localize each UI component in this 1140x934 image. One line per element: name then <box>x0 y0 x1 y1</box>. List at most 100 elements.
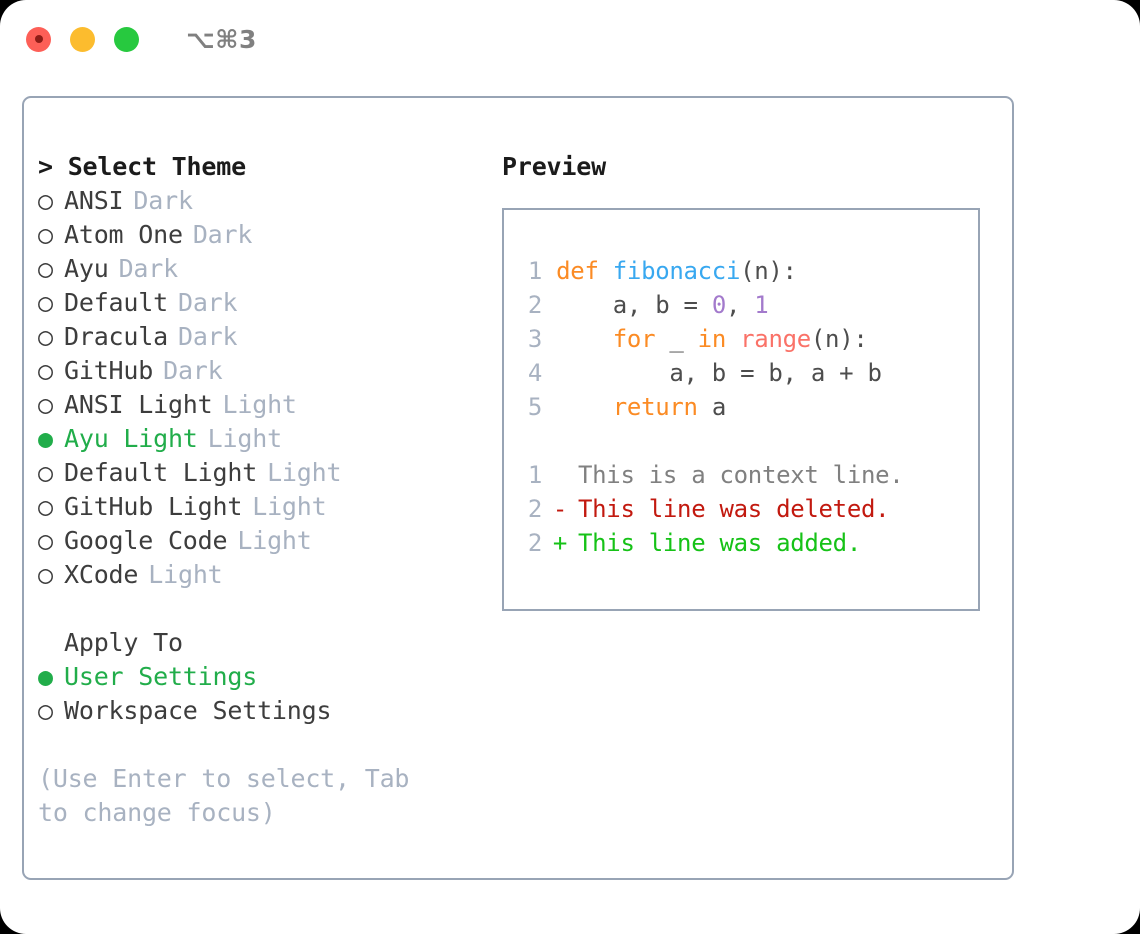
radio-unselected-icon: ○ <box>38 322 53 351</box>
apply-to-list: ● User Settings ○Workspace Settings <box>38 660 494 728</box>
diff-marker: + <box>552 529 568 557</box>
apply-to-header-indent <box>38 626 64 660</box>
theme-variant-tag: Light <box>267 458 342 487</box>
theme-variant-tag: Light <box>237 526 312 555</box>
theme-name-label: Ayu <box>64 254 109 283</box>
gutter-space <box>542 291 556 319</box>
line-number: 1 <box>527 461 542 489</box>
gutter-space <box>542 325 556 353</box>
code-line: 1 def fibonacci(n): <box>522 254 978 288</box>
theme-list-item[interactable]: ● Ayu Light Light <box>38 422 494 456</box>
preview-column: Preview 1 def fibonacci(n):2 a, b = 0, 1… <box>494 98 1012 878</box>
apply-to-header: Apply To <box>38 626 494 660</box>
diff-line: 2-This line was deleted. <box>522 492 978 526</box>
code-token <box>556 325 613 353</box>
code-line: 3 for _ in range(n): <box>522 322 978 356</box>
radio-unselected-icon: ○ <box>38 492 53 521</box>
title-bar: ⌥⌘3 <box>0 0 1140 78</box>
theme-name-label: GitHub <box>64 356 154 385</box>
code-token: a <box>697 393 726 421</box>
radio-unselected-icon: ○ <box>38 288 53 317</box>
code-line: 4 a, b = b, a + b <box>522 356 978 390</box>
code-token: for <box>612 325 656 353</box>
diff-line: 2 + This line was added. <box>522 526 978 560</box>
diff-text: This line was added. <box>578 529 861 557</box>
radio-unselected-icon: ○ <box>38 220 53 249</box>
radio-unselected-icon: ○ <box>38 254 53 283</box>
code-token: return <box>612 393 698 421</box>
spacer <box>38 728 494 762</box>
theme-name-label: Ayu Light <box>64 424 198 453</box>
code-token: 0 <box>711 291 726 319</box>
theme-list-item[interactable]: ○ ANSI Light Light <box>38 388 494 422</box>
line-number: 2 <box>527 495 542 523</box>
diff-sample: 1 This is a context line.2-This line was… <box>522 458 978 560</box>
theme-variant-tag: Light <box>207 424 282 453</box>
preview-header: Preview <box>502 152 606 181</box>
code-token <box>556 393 613 421</box>
theme-name-label: ANSI Light <box>64 390 213 419</box>
theme-list-item[interactable]: ○ Dracula Dark <box>38 320 494 354</box>
line-number: 5 <box>527 393 542 421</box>
apply-to-label: Workspace Settings <box>64 696 332 725</box>
line-number: 4 <box>527 359 542 387</box>
apply-to-item[interactable]: ○Workspace Settings <box>38 694 494 728</box>
diff-marker <box>542 458 578 492</box>
apply-to-header-label: Apply To <box>64 628 183 657</box>
theme-variant-tag: Dark <box>118 254 179 283</box>
spacer <box>522 424 978 458</box>
radio-unselected-icon: ○ <box>38 186 53 215</box>
code-line: 5 return a <box>522 390 978 424</box>
line-number: 3 <box>527 325 542 353</box>
spacer <box>38 592 494 626</box>
minimize-button-icon[interactable] <box>70 26 95 52</box>
gutter-space <box>542 393 556 421</box>
theme-variant-tag: Dark <box>133 186 193 215</box>
code-token <box>726 325 740 353</box>
code-token: (n): <box>810 325 868 353</box>
theme-list-item[interactable]: ○ ANSI Dark <box>38 184 494 218</box>
apply-to-item[interactable]: ● User Settings <box>38 660 494 694</box>
maximize-button-icon[interactable] <box>114 26 139 52</box>
radio-unselected-icon: ○ <box>38 390 53 419</box>
code-token: a, b = <box>556 291 712 319</box>
traffic-lights <box>26 26 139 52</box>
radio-selected-icon: ● <box>38 662 53 691</box>
line-number: 2 <box>527 291 542 319</box>
line-number: 2 <box>527 529 542 557</box>
theme-variant-tag: Light <box>222 390 297 419</box>
theme-list-item[interactable]: ○ Ayu Dark <box>38 252 494 286</box>
gutter-space <box>542 257 556 285</box>
close-button-icon[interactable] <box>26 26 51 52</box>
theme-variant-tag: Dark <box>177 322 238 351</box>
theme-variant-tag: Dark <box>192 220 253 249</box>
code-token: range <box>740 325 811 353</box>
diff-line: 1 This is a context line. <box>522 458 978 492</box>
theme-name-label: Dracula <box>64 322 168 351</box>
apply-to-label: User Settings <box>64 662 258 691</box>
line-number: 1 <box>527 257 542 285</box>
theme-name-label: Google Code <box>64 526 228 555</box>
gutter-space <box>542 359 556 387</box>
code-token <box>599 257 613 285</box>
radio-selected-icon: ● <box>38 424 53 453</box>
select-theme-header: > Select Theme <box>38 152 246 181</box>
diff-text: This is a context line. <box>578 461 904 489</box>
code-token: in <box>697 325 727 353</box>
code-token: a, b = b, a + b <box>556 359 882 387</box>
theme-variant-tag: Dark <box>177 288 238 317</box>
theme-variant-tag: Light <box>148 560 223 589</box>
theme-name-label: ANSI <box>64 186 124 215</box>
